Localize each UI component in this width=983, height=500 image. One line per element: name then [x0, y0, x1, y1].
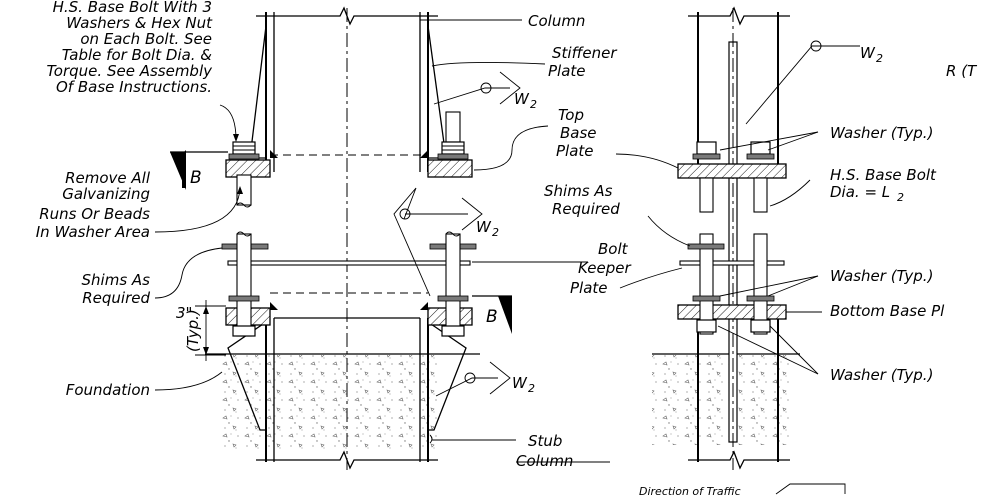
note-line-2: Washers & Hex Nut	[66, 14, 213, 32]
dim-3in-label: 3"	[176, 304, 192, 322]
top-base-plate-left	[225, 159, 271, 178]
stiffener-upper-left	[249, 25, 267, 159]
foundation-label: Foundation	[66, 381, 150, 399]
top-base-plate-right	[427, 159, 473, 178]
direction-of-traffic: Direction of Traffic	[639, 483, 846, 498]
note-line-5: Torque. See Assembly	[47, 62, 214, 80]
shims-left-line-2: Required	[82, 289, 150, 307]
left-elevation	[170, 6, 512, 470]
r-label: R (T	[946, 62, 978, 80]
bottom-base-label: Bottom Base Pl	[830, 302, 945, 320]
bottom-base-plate-side	[677, 304, 787, 320]
washer-typ-2: Washer (Typ.)	[830, 267, 933, 285]
hs-base-bolt-line-1: H.S. Base Bolt	[830, 166, 937, 184]
bolt-keeper-line-2: Keeper	[578, 259, 632, 277]
shims-left-line-1: Shims As	[82, 271, 151, 289]
hs-base-bolt-sub: 2	[897, 191, 904, 204]
anchor-bolt-left	[228, 141, 260, 337]
weld-w2-upper: W	[514, 90, 530, 108]
dim-typ-label: (Typ.)	[184, 309, 202, 352]
washer-typ-1: Washer (Typ.)	[830, 124, 933, 142]
weld-w2-middle-sub: 2	[492, 226, 499, 239]
stiffener-upper-right	[427, 25, 447, 159]
note-line-4: Table for Bolt Dia. &	[62, 46, 213, 64]
remove-galvanizing-note: Remove All Galvanizing Runs Or Beads In …	[36, 169, 151, 241]
stub-column-left	[256, 317, 438, 470]
remove-galv-line-1: Remove All	[65, 169, 151, 187]
note-line-1: H.S. Base Bolt With 3	[53, 0, 212, 16]
washer-typ-3: Washer (Typ.)	[830, 366, 933, 384]
stiffener-line-1: Stiffener	[552, 44, 617, 62]
remove-galv-line-3: Runs Or Beads	[39, 205, 150, 223]
direction-label: Direction of Traffic	[639, 485, 741, 498]
side-bolt-left	[687, 141, 725, 335]
bolt-keeper-line-3: Plate	[570, 279, 608, 297]
section-b-marker-right	[472, 295, 512, 334]
weld-w2-right: W	[860, 44, 876, 62]
remove-galv-line-4: In Washer Area	[36, 223, 150, 241]
top-base-line-2: Base	[560, 124, 597, 142]
shims-mid-line-2: Required	[552, 200, 620, 218]
section-b-label-left: B	[190, 168, 202, 188]
foundation-left	[205, 353, 480, 450]
weld-w2-upper-sub: 2	[530, 98, 537, 111]
top-base-line-3: Plate	[556, 142, 594, 160]
top-base-plate-side	[677, 163, 787, 179]
weld-w2-right-sub: 2	[876, 52, 883, 65]
weld-w2-lower: W	[512, 374, 528, 392]
leader-lines	[154, 19, 860, 463]
side-bolt-right	[746, 141, 775, 335]
stub-column-line-1: Stub	[528, 432, 562, 450]
base-bolt-note: H.S. Base Bolt With 3 Washers & Hex Nut …	[47, 0, 214, 96]
remove-galv-line-2: Galvanizing	[62, 185, 150, 203]
weld-w2-lower-sub: 2	[528, 382, 535, 395]
bolt-keeper-line-1: Bolt	[598, 240, 629, 258]
column-label: Column	[528, 12, 585, 30]
section-b-label-right: B	[486, 307, 498, 327]
dim-3in	[195, 300, 226, 361]
foundation-right	[652, 353, 800, 445]
bolt-keeper-plate	[227, 260, 471, 266]
right-elevation	[652, 6, 800, 470]
top-base-line-1: Top	[558, 106, 584, 124]
shims-mid-line-1: Shims As	[544, 182, 613, 200]
note-line-3: on Each Bolt. See	[80, 30, 212, 48]
stiffener-line-2: Plate	[548, 62, 586, 80]
section-b-marker-left	[170, 150, 228, 190]
weld-w2-middle: W	[476, 218, 492, 236]
note-line-6: Of Base Instructions.	[56, 78, 212, 96]
stub-column-line-2: Column	[516, 452, 573, 470]
anchor-bolt-right	[437, 111, 469, 337]
hs-base-bolt-line-2: Dia. = L	[830, 183, 890, 201]
